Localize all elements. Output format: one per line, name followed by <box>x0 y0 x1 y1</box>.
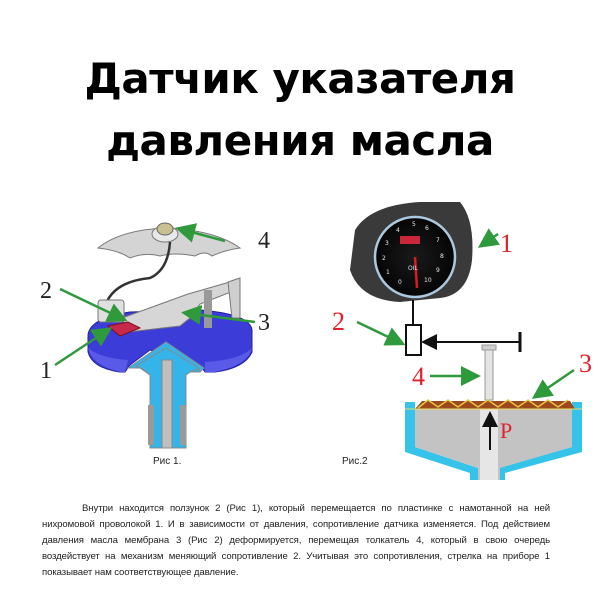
inlet-tube <box>161 359 173 449</box>
figure-1-sensor-cutaway: 4 2 3 1 <box>40 222 270 449</box>
pressure-label: P <box>500 418 512 443</box>
fig2-label-3: 3 <box>579 349 592 378</box>
variable-resistor <box>405 324 422 356</box>
svg-text:3: 3 <box>385 240 389 247</box>
fig1-label-4: 4 <box>258 228 270 254</box>
svg-text:OIL: OIL <box>408 265 418 272</box>
title-line-2: давления масла <box>106 116 494 165</box>
svg-text:0: 0 <box>398 279 402 286</box>
pusher-rod <box>484 347 494 401</box>
title-line-1: Датчик указателя <box>84 54 516 103</box>
resistor-plate <box>106 321 142 337</box>
sensor-housing <box>405 402 478 480</box>
fig2-label-1: 1 <box>500 229 513 258</box>
fig1-label-3: 3 <box>258 310 270 336</box>
figure-1-caption: Рис 1. <box>153 456 182 467</box>
description-text: Внутри находится ползунок 2 (Рис 1), кот… <box>42 503 550 578</box>
svg-text:8: 8 <box>440 253 444 260</box>
fig2-label-4: 4 <box>412 362 425 391</box>
figure-2-schematic: 543 210 678 910 OIL P 1 2 4 3 <box>332 202 592 480</box>
svg-text:2: 2 <box>382 255 386 262</box>
svg-text:10: 10 <box>424 277 432 284</box>
gauge-needle <box>413 256 419 289</box>
fig2-label-2: 2 <box>332 307 345 336</box>
figure-2-caption: Рис.2 <box>342 456 368 467</box>
svg-text:1: 1 <box>386 269 390 276</box>
svg-text:6: 6 <box>425 225 429 232</box>
svg-text:7: 7 <box>436 237 440 244</box>
svg-text:5: 5 <box>412 221 416 228</box>
svg-text:4: 4 <box>396 227 400 234</box>
page-title: Датчик указателя давления масла <box>0 48 600 172</box>
wire <box>102 241 172 311</box>
fig1-label-2: 2 <box>40 278 52 304</box>
svg-text:9: 9 <box>436 267 440 274</box>
fig1-label-1: 1 <box>40 358 52 384</box>
